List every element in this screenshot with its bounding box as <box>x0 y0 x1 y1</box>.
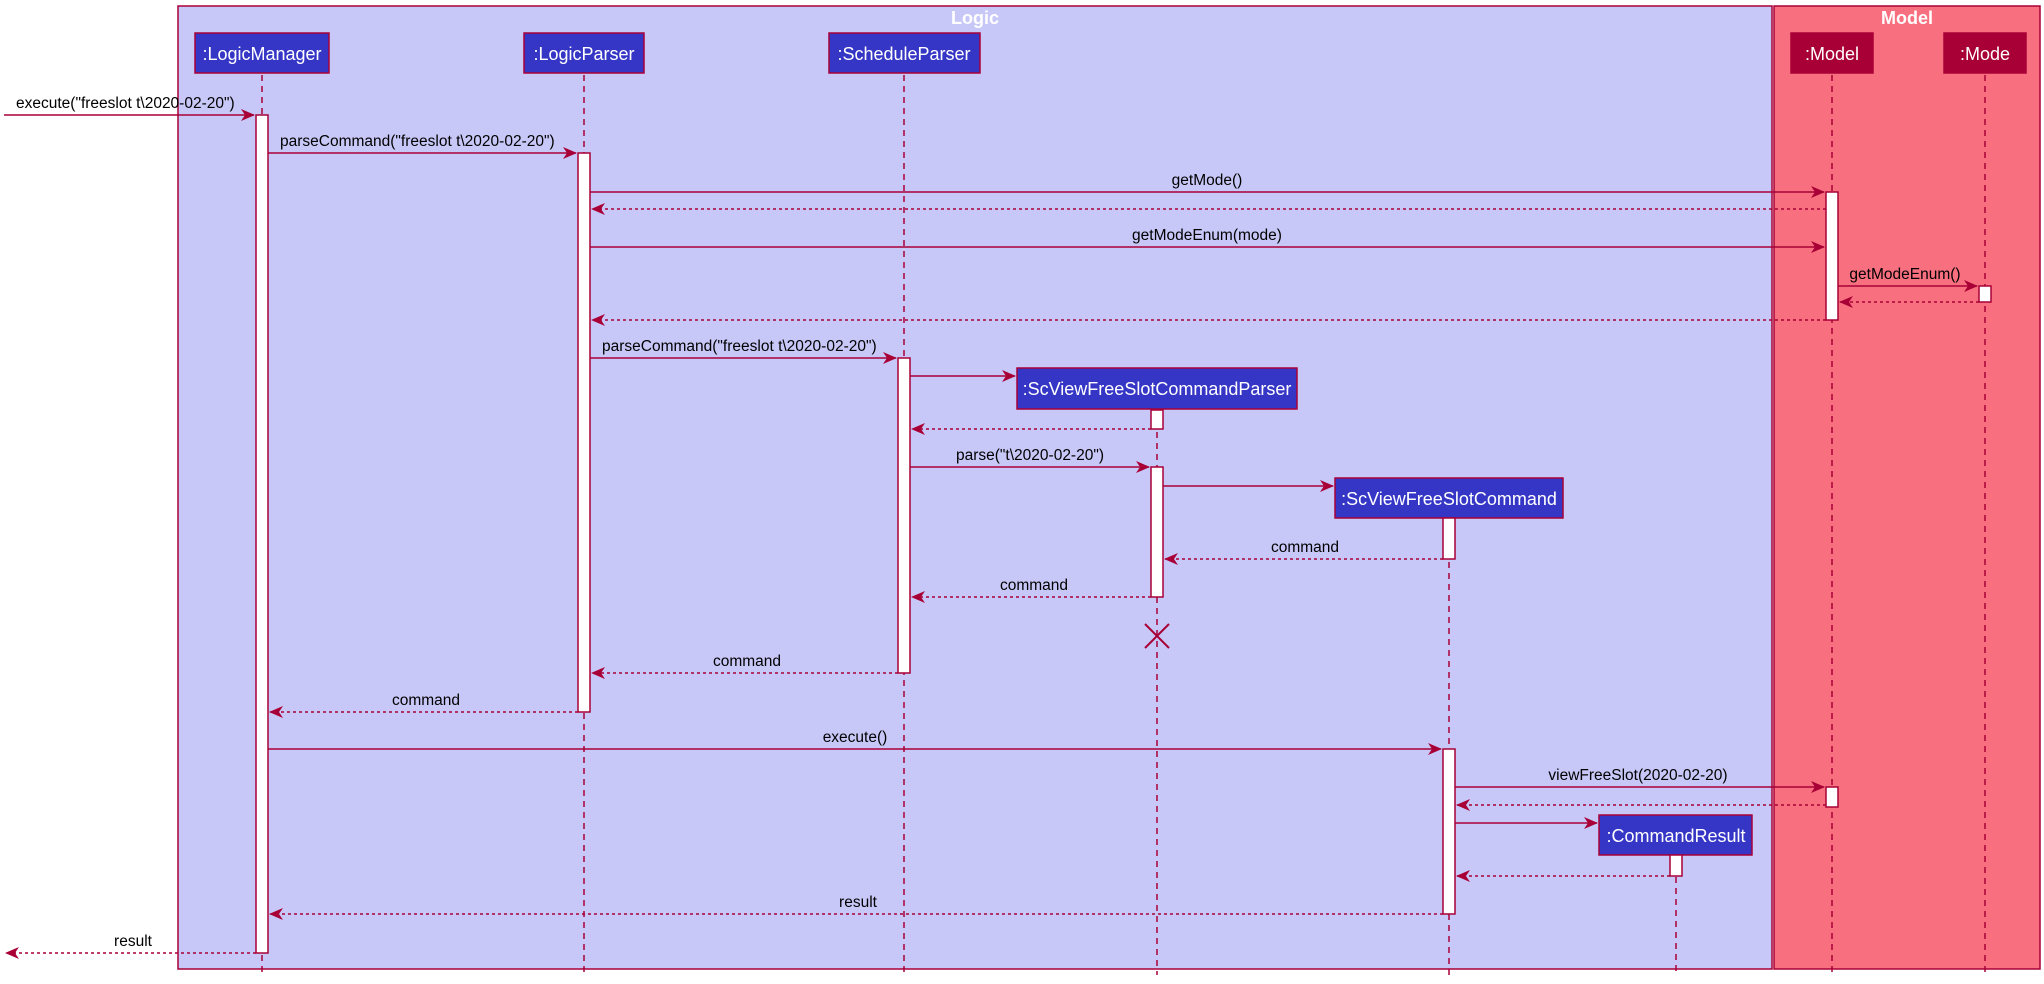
activation-sc-view-free-slot-command-2 <box>1442 748 1456 915</box>
message-label-parse: parse("t\2020-02-20") <box>956 447 1104 464</box>
destroy-mark <box>1144 623 1170 649</box>
svg-text::Mode: :Mode <box>1960 44 2010 64</box>
message-label-parse-command-2: parseCommand("freeslot t\2020-02-20") <box>602 338 877 355</box>
activation-sc-view-free-slot-command-parser-2 <box>1150 466 1164 598</box>
message-label-view-free-slot: viewFreeSlot(2020-02-20) <box>1548 767 1727 784</box>
svg-text::ScheduleParser: :ScheduleParser <box>837 44 970 64</box>
message-label-get-mode-enum-mode: getModeEnum(mode) <box>1132 227 1282 244</box>
activation-mode <box>1978 285 1992 303</box>
message-label-final-result: result <box>114 933 153 950</box>
model-box <box>1773 5 2041 970</box>
participant-command-result: :CommandResult <box>1598 814 1753 856</box>
svg-text::Model: :Model <box>1805 44 1859 64</box>
activation-command-result <box>1669 854 1683 877</box>
message-label-return-command-3: command <box>713 653 781 670</box>
svg-text::CommandResult: :CommandResult <box>1606 826 1745 846</box>
participant-sc-view-free-slot-command-parser: :ScViewFreeSlotCommandParser <box>1016 367 1298 410</box>
activation-schedule-parser <box>897 357 911 674</box>
message-label-return-command-4: command <box>392 692 460 709</box>
participant-schedule-parser: :ScheduleParser <box>828 32 981 74</box>
participant-mode: :Mode <box>1943 32 2027 74</box>
participant-logic-parser: :LogicParser <box>523 32 645 74</box>
participant-model: :Model <box>1790 32 1874 74</box>
activation-sc-view-free-slot-command-1 <box>1442 517 1456 560</box>
activation-logic-parser <box>577 152 591 713</box>
message-label-execute: execute() <box>823 729 888 746</box>
message-label-execute-input: execute("freeslot t\2020-02-20") <box>16 95 235 112</box>
activation-model-2 <box>1825 786 1839 808</box>
message-label-get-mode-enum: getModeEnum() <box>1849 266 1960 283</box>
message-label-get-mode: getMode() <box>1172 172 1243 189</box>
participant-logic-manager: :LogicManager <box>194 32 330 74</box>
message-label-return-command-2: command <box>1000 577 1068 594</box>
activation-logic-manager <box>255 114 269 954</box>
participant-sc-view-free-slot-command: :ScViewFreeSlotCommand <box>1334 477 1564 519</box>
logic-box-title: Logic <box>951 8 999 28</box>
message-label-return-result: result <box>839 894 878 911</box>
svg-text::ScViewFreeSlotCommand: :ScViewFreeSlotCommand <box>1341 489 1557 509</box>
message-label-parse-command-1: parseCommand("freeslot t\2020-02-20") <box>280 133 555 150</box>
activation-sc-view-free-slot-command-parser-1 <box>1150 409 1164 430</box>
message-label-return-command-1: command <box>1271 539 1339 556</box>
activation-model-1 <box>1825 191 1839 321</box>
svg-text::ScViewFreeSlotCommandParser: :ScViewFreeSlotCommandParser <box>1023 379 1292 399</box>
model-box-title: Model <box>1881 8 1933 28</box>
svg-text::LogicParser: :LogicParser <box>533 44 634 64</box>
svg-text::LogicManager: :LogicManager <box>202 44 321 64</box>
